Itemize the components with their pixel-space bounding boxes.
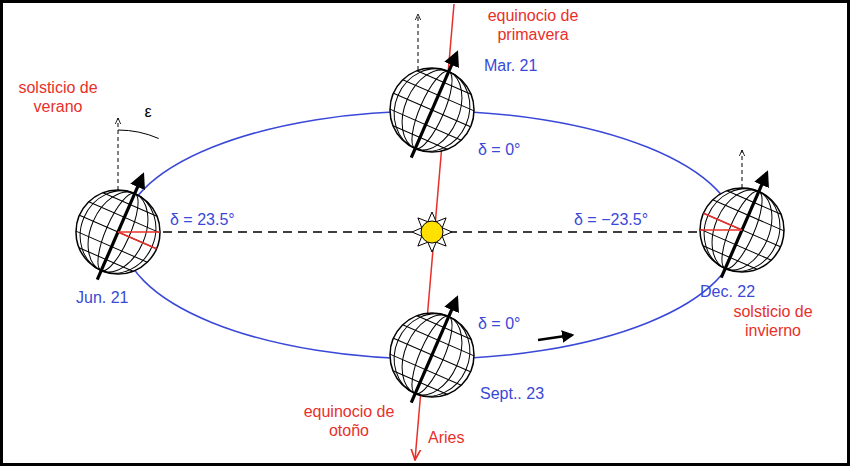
direction-label: Aries <box>428 428 488 447</box>
date-label: Mar. 21 <box>484 56 574 75</box>
sun <box>412 212 452 252</box>
earth-globe <box>59 158 181 296</box>
date-label: Jun. 21 <box>76 288 156 307</box>
date-label: Sept.. 23 <box>480 384 580 403</box>
earth-globe <box>373 281 495 419</box>
equinox-label: equinocio de otoño <box>296 402 402 440</box>
declination-label: δ = −23.5° <box>574 210 684 229</box>
solstice-label: solsticio de invierno <box>718 302 828 340</box>
tilt-arc <box>118 130 159 139</box>
date-label: Dec. 22 <box>700 282 790 301</box>
declination-label: δ = 0° <box>478 314 558 333</box>
earth-globe <box>373 36 495 174</box>
equinox-label: equinocio de primavera <box>468 6 598 44</box>
declination-label: δ = 0° <box>478 140 558 159</box>
declination-label: δ = 23.5° <box>170 210 270 229</box>
tilt-symbol: ε <box>136 102 160 121</box>
orbit-direction-arrow <box>538 335 572 340</box>
normal-arrows <box>118 14 742 190</box>
solstice-label: solsticio de verano <box>10 78 106 116</box>
earth-globe <box>683 156 805 294</box>
